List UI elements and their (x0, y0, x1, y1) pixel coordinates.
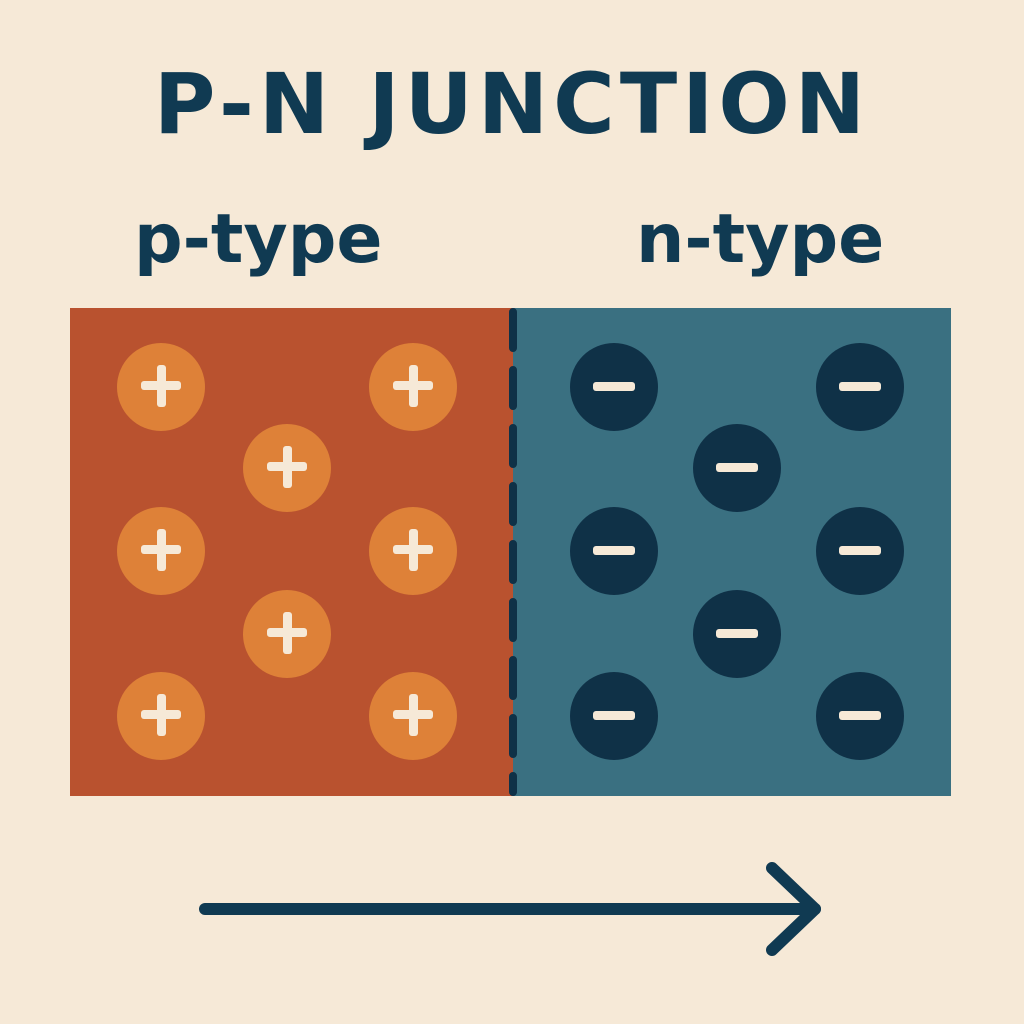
electron-minus-icon (816, 672, 904, 760)
hole-plus-icon (369, 672, 457, 760)
junction-boundary-line (509, 308, 517, 796)
electron-minus-icon (816, 343, 904, 431)
electron-minus-icon (693, 590, 781, 678)
p-type-label: p-type (134, 200, 383, 279)
hole-plus-icon (243, 424, 331, 512)
n-type-label: n-type (636, 200, 885, 279)
hole-plus-icon (117, 672, 205, 760)
hole-plus-icon (369, 507, 457, 595)
hole-plus-icon (243, 590, 331, 678)
electron-minus-icon (816, 507, 904, 595)
hole-plus-icon (117, 507, 205, 595)
electron-minus-icon (570, 507, 658, 595)
diagram-title: P-N JUNCTION (153, 55, 871, 153)
arrow-right-icon (199, 862, 821, 956)
electron-minus-icon (570, 343, 658, 431)
hole-plus-icon (117, 343, 205, 431)
hole-plus-icon (369, 343, 457, 431)
electron-minus-icon (693, 424, 781, 512)
electron-minus-icon (570, 672, 658, 760)
